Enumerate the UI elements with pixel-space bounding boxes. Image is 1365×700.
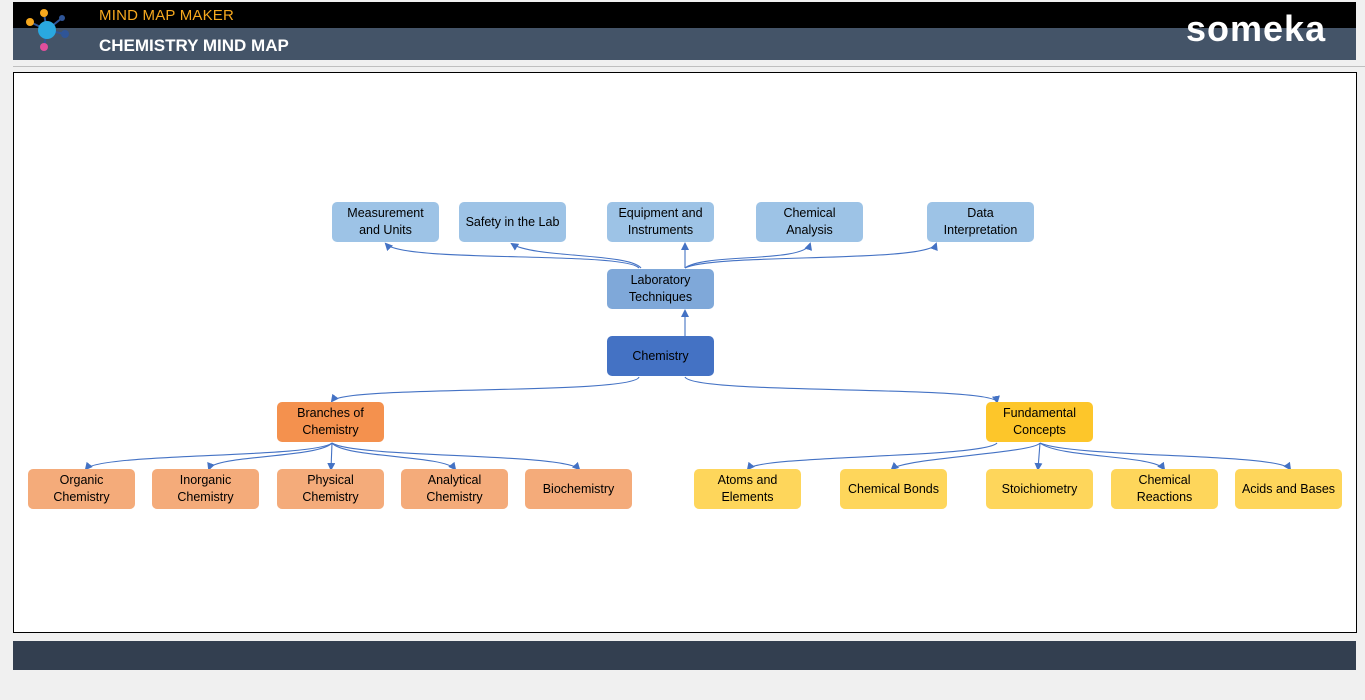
header-top-bar: [13, 2, 1356, 28]
node-chemical-analysis[interactable]: Chemical Analysis: [756, 202, 863, 242]
node-equipment[interactable]: Equipment and Instruments: [607, 202, 714, 242]
connector: [684, 242, 938, 269]
connector: [746, 442, 998, 471]
header-title-bar: [13, 28, 1356, 60]
node-branch-branches[interactable]: Branches of Chemistry: [277, 402, 384, 442]
connector: [331, 442, 457, 471]
node-branch-fundamental[interactable]: Fundamental Concepts: [986, 402, 1093, 442]
node-acids-bases[interactable]: Acids and Bases: [1235, 469, 1342, 509]
connector: [384, 242, 640, 269]
node-root[interactable]: Chemistry: [607, 336, 714, 376]
node-biochemistry[interactable]: Biochemistry: [525, 469, 632, 509]
node-branch-laboratory[interactable]: Laboratory Techniques: [607, 269, 714, 309]
node-safety[interactable]: Safety in the Lab: [459, 202, 566, 242]
connector: [1039, 442, 1166, 471]
connector: [684, 376, 1000, 404]
mindmap-logo-icon: [26, 9, 69, 51]
connector-lines: [84, 242, 1292, 471]
node-data-interpretation[interactable]: Data Interpretation: [927, 202, 1034, 242]
brand-logo: someka: [1186, 8, 1327, 49]
node-inorganic[interactable]: Inorganic Chemistry: [152, 469, 259, 509]
connector: [327, 442, 336, 471]
connector: [510, 242, 642, 269]
mindmap-canvas: Chemistry Laboratory Techniques Measurem…: [13, 72, 1357, 633]
node-physical[interactable]: Physical Chemistry: [277, 469, 384, 509]
connector: [207, 442, 333, 471]
node-organic[interactable]: Organic Chemistry: [28, 469, 135, 509]
connector: [1034, 442, 1043, 471]
node-analytical[interactable]: Analytical Chemistry: [401, 469, 508, 509]
node-measurement[interactable]: Measurement and Units: [332, 202, 439, 242]
connector: [890, 442, 1041, 471]
connector: [84, 442, 333, 471]
connector: [684, 242, 812, 269]
node-atoms[interactable]: Atoms and Elements: [694, 469, 801, 509]
page-title: CHEMISTRY MIND MAP: [99, 36, 289, 55]
divider: [13, 66, 1365, 67]
connector: [1039, 442, 1292, 471]
connector: [330, 376, 640, 403]
footer-bar: [13, 641, 1356, 670]
node-stoichiometry[interactable]: Stoichiometry: [986, 469, 1093, 509]
node-reactions[interactable]: Chemical Reactions: [1111, 469, 1218, 509]
node-bonds[interactable]: Chemical Bonds: [840, 469, 947, 509]
connector: [331, 442, 581, 471]
app-name: MIND MAP MAKER: [99, 7, 235, 24]
